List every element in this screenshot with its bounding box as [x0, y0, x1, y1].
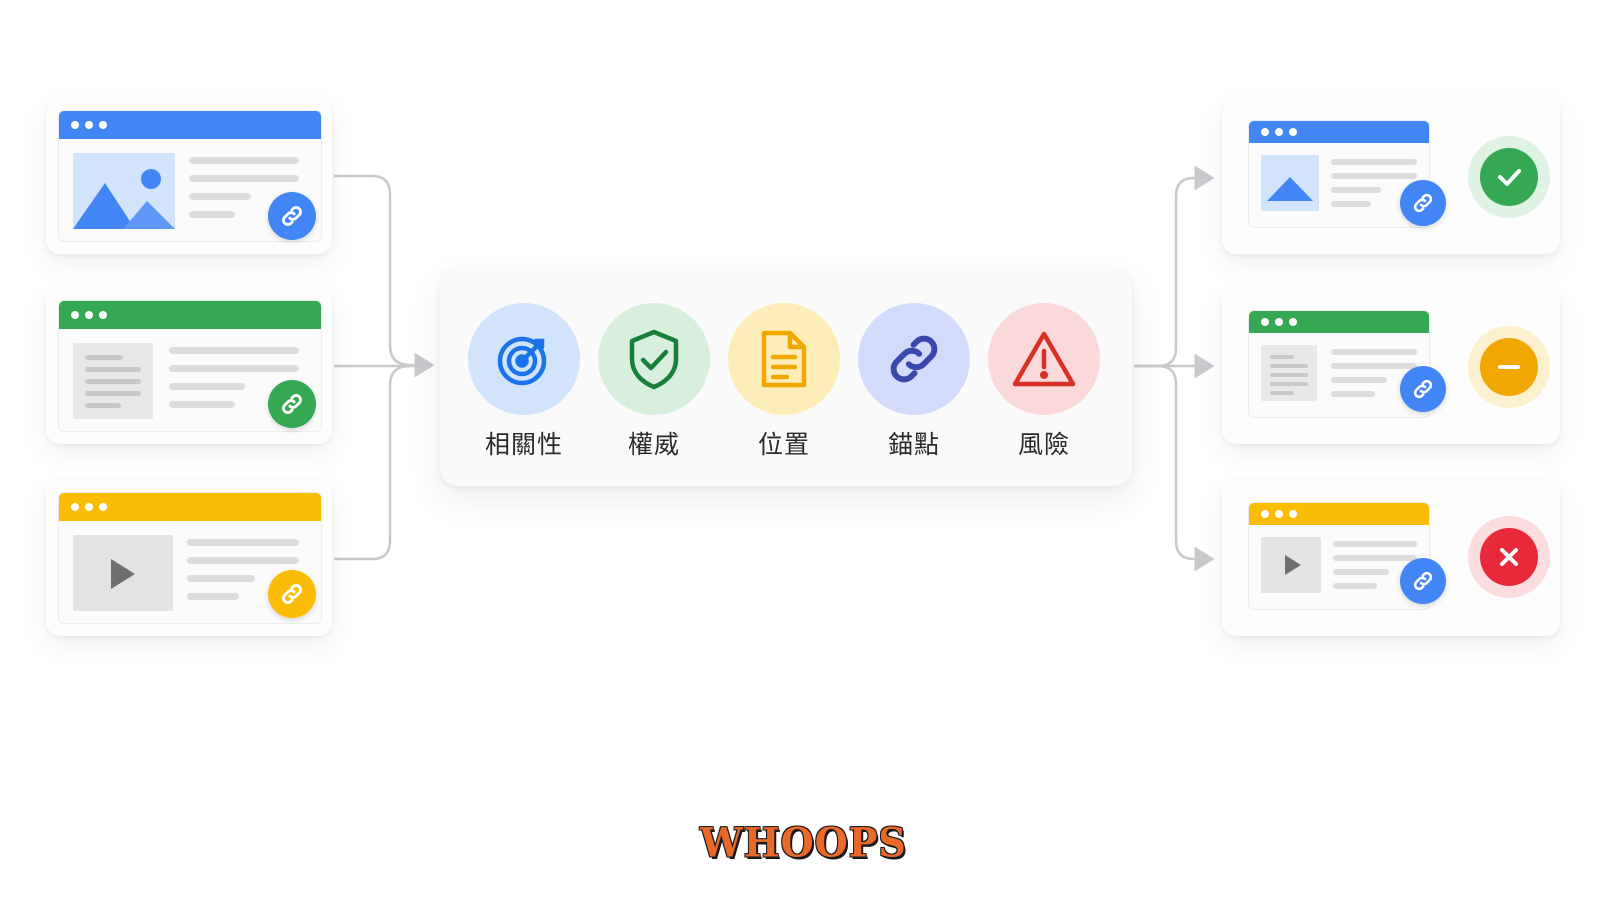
- result-card-neutral: [1222, 288, 1560, 444]
- status-rejected: [1468, 516, 1550, 598]
- status-approved: [1468, 136, 1550, 218]
- text-line: [1331, 377, 1387, 383]
- text-line: [169, 347, 299, 354]
- image-placeholder-icon: [1261, 155, 1319, 211]
- window-dot: [1275, 318, 1283, 326]
- link-icon: [858, 303, 970, 415]
- text-line: [1333, 569, 1389, 575]
- evaluation-factors-panel: 相關性 權威 位置 錨點: [440, 268, 1132, 486]
- text-line: [187, 539, 299, 546]
- link-icon: [268, 192, 316, 240]
- text-line: [169, 383, 245, 390]
- article-placeholder-icon: [1261, 345, 1317, 401]
- shield-check-icon: [598, 303, 710, 415]
- window-dot: [1289, 128, 1297, 136]
- text-line: [1331, 391, 1375, 397]
- text-line: [169, 365, 299, 372]
- link-icon: [268, 380, 316, 428]
- window-dot: [71, 311, 79, 319]
- video-placeholder-icon: [73, 535, 173, 611]
- x-icon: [1480, 528, 1538, 586]
- link-icon: [268, 570, 316, 618]
- link-icon: [1400, 558, 1446, 604]
- window-dot: [1261, 510, 1269, 518]
- text-line: [187, 593, 239, 600]
- window-dot: [99, 311, 107, 319]
- factor-label: 權威: [627, 430, 680, 459]
- window-dot: [99, 121, 107, 129]
- connector-result-3: [1134, 364, 1215, 572]
- connector-source-3: [334, 364, 411, 561]
- window-dot: [1275, 128, 1283, 136]
- factor-label: 風險: [1017, 430, 1070, 459]
- document-icon: [728, 303, 840, 415]
- connector-result-1: [1134, 165, 1215, 368]
- source-card-video: [46, 480, 332, 636]
- factor-risk: 風險: [988, 303, 1100, 461]
- result-card-rejected: [1222, 480, 1560, 636]
- text-line: [1331, 187, 1381, 193]
- text-line: [189, 211, 235, 218]
- window-dot: [1289, 318, 1297, 326]
- browser-window: [1248, 120, 1430, 228]
- factor-authority: 權威: [598, 303, 710, 461]
- check-icon: [1480, 148, 1538, 206]
- link-icon: [1400, 180, 1446, 226]
- browser-window: [1248, 310, 1430, 418]
- video-placeholder-icon: [1261, 537, 1321, 593]
- brand-logo: WHOOPS: [700, 818, 907, 867]
- text-line: [1331, 173, 1417, 179]
- source-card-image: [46, 98, 332, 254]
- article-placeholder-icon: [73, 343, 153, 419]
- factor-label: 相關性: [484, 430, 563, 459]
- connector-source-1: [334, 174, 435, 378]
- text-line: [1331, 201, 1371, 207]
- factor-label: 位置: [757, 430, 810, 459]
- result-card-approved: [1222, 98, 1560, 254]
- factor-label: 錨點: [887, 430, 940, 459]
- window-dot: [85, 121, 93, 129]
- window-title-bar: [59, 493, 321, 521]
- window-dot: [85, 311, 93, 319]
- window-dot: [71, 503, 79, 511]
- text-line: [169, 401, 235, 408]
- warning-icon: [988, 303, 1100, 415]
- window-dot: [1261, 128, 1269, 136]
- text-line: [1333, 583, 1377, 589]
- window-dot: [85, 503, 93, 511]
- target-icon: [468, 303, 580, 415]
- text-line: [189, 175, 299, 182]
- image-placeholder-icon: [73, 153, 175, 229]
- text-line: [189, 193, 251, 200]
- factor-relevance: 相關性: [468, 303, 580, 461]
- text-line: [1331, 349, 1417, 355]
- status-neutral: [1468, 326, 1550, 408]
- window-title-bar: [59, 111, 321, 139]
- window-dot: [71, 121, 79, 129]
- text-line: [1331, 363, 1417, 369]
- text-line: [1333, 555, 1417, 561]
- window-dot: [1289, 510, 1297, 518]
- window-title-bar: [1249, 311, 1429, 333]
- text-line: [187, 557, 299, 564]
- text-line: [189, 157, 299, 164]
- window-title-bar: [59, 301, 321, 329]
- window-dot: [99, 503, 107, 511]
- window-title-bar: [1249, 121, 1429, 143]
- factor-position: 位置: [728, 303, 840, 461]
- window-dot: [1261, 318, 1269, 326]
- minus-icon: [1480, 338, 1538, 396]
- text-line: [187, 575, 255, 582]
- window-title-bar: [1249, 503, 1429, 525]
- source-card-article: [46, 288, 332, 444]
- factor-anchor: 錨點: [858, 303, 970, 461]
- text-line: [1333, 541, 1417, 547]
- link-icon: [1400, 366, 1446, 412]
- browser-window: [1248, 502, 1430, 610]
- window-dot: [1275, 510, 1283, 518]
- text-line: [1331, 159, 1417, 165]
